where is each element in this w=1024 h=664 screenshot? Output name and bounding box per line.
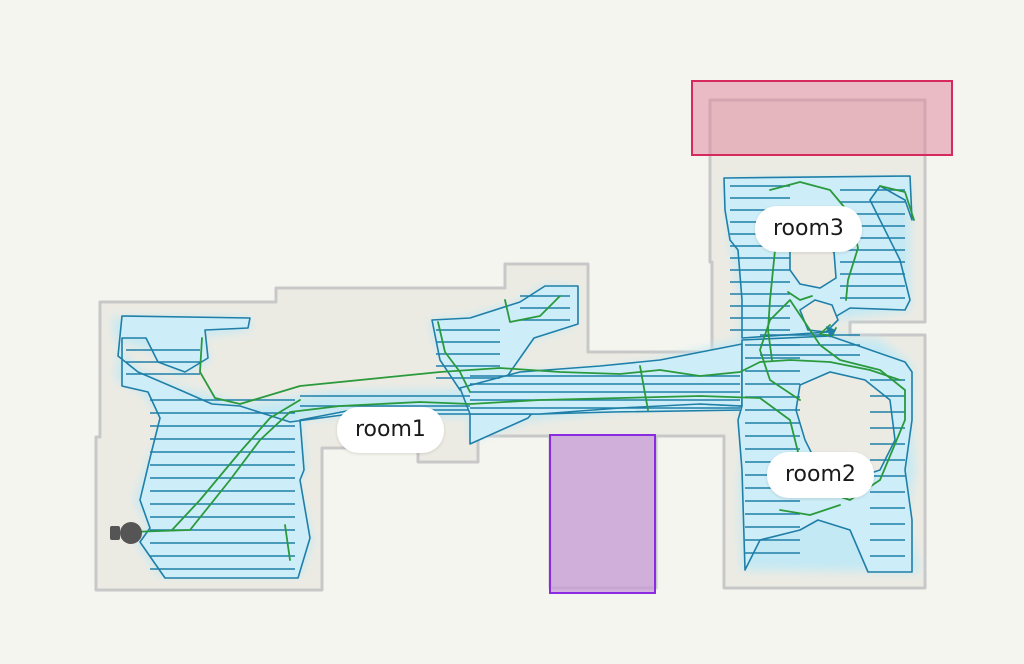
room-label-room2[interactable]: room2: [767, 452, 874, 498]
room-label-room1[interactable]: room1: [337, 407, 444, 453]
robot-vacuum-icon[interactable]: [826, 326, 836, 338]
room-label-room3[interactable]: room3: [755, 206, 862, 252]
no-mop-zone[interactable]: [549, 434, 656, 594]
charging-dock-icon[interactable]: [110, 522, 142, 544]
no-go-zone[interactable]: [691, 80, 953, 156]
